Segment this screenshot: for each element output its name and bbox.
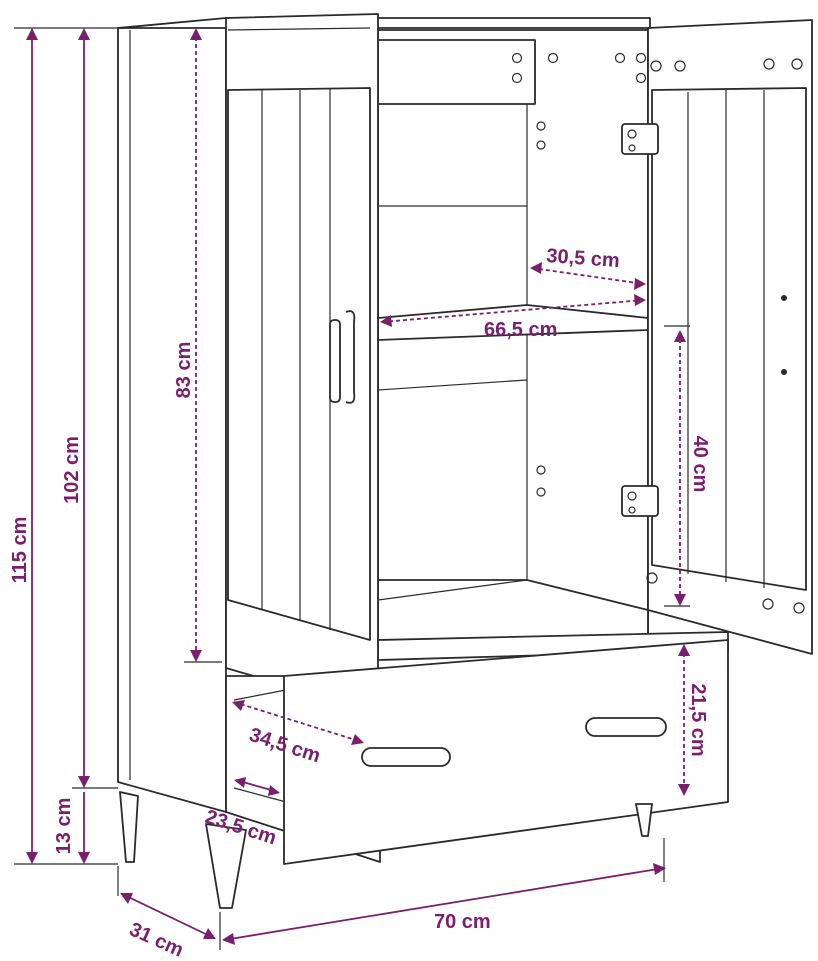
- dimension-compartment-height: 40 cm: [664, 325, 711, 607]
- dimension-total-height: 115 cm: [9, 27, 118, 865]
- label-inner-width: 66,5 cm: [484, 319, 557, 341]
- drawer-handle-icon: [585, 717, 667, 737]
- label-leg-height: 13 cm: [53, 798, 75, 855]
- legs: [119, 791, 653, 909]
- dimension-width: 70 cm: [222, 838, 666, 945]
- drawer: [225, 639, 729, 865]
- cabinet-body: [117, 17, 729, 813]
- door-handle-icon: [329, 310, 356, 404]
- dimension-inner-width: 66,5 cm: [380, 294, 646, 341]
- label-total-height: 115 cm: [9, 517, 31, 584]
- dimension-leg-height: 13 cm: [53, 787, 118, 864]
- label-depth: 31 cm: [126, 918, 187, 961]
- label-drawer-height: 21,5 cm: [687, 683, 709, 756]
- label-compartment-height: 40 cm: [689, 436, 711, 493]
- right-door: [646, 19, 813, 655]
- dimension-depth: 31 cm: [117, 866, 221, 961]
- left-door: [225, 13, 379, 713]
- dimension-shelf-depth: 30,5 cm: [530, 245, 646, 290]
- label-width: 70 cm: [434, 911, 491, 933]
- label-body-height: 102 cm: [61, 436, 83, 504]
- dimension-body-height: 102 cm: [61, 28, 90, 788]
- label-door-height: 83 cm: [173, 342, 195, 399]
- hinge-icon: [621, 485, 659, 517]
- dimension-door-height: 83 cm: [173, 28, 222, 663]
- drawer-handle-icon: [361, 747, 451, 767]
- label-shelf-depth: 30,5 cm: [546, 245, 621, 272]
- dimension-drawer-height: 21,5 cm: [678, 644, 709, 796]
- hinge-icon: [621, 123, 659, 155]
